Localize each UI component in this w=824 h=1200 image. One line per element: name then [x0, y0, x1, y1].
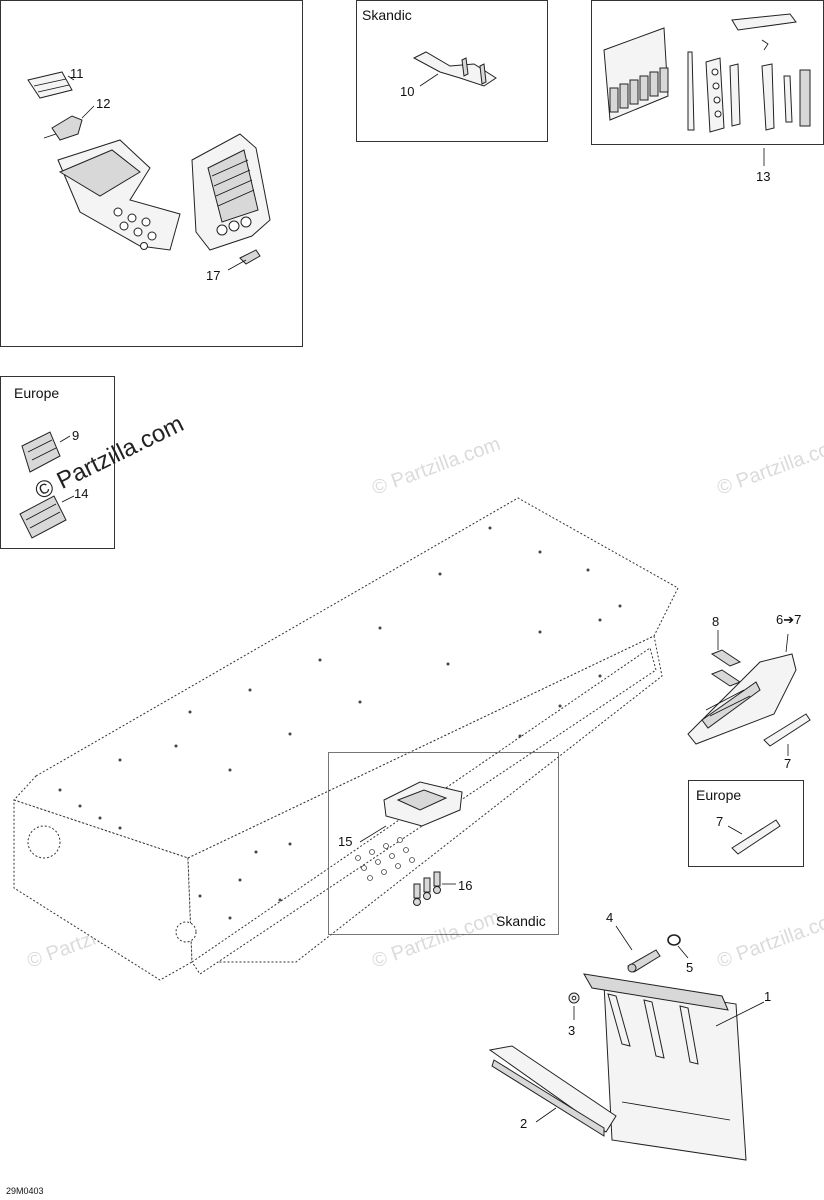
watermark: © Partzilla.com	[714, 433, 824, 500]
part-console-mesh	[191, 133, 271, 251]
callout-16: 16	[458, 878, 472, 893]
main-chassis	[13, 497, 679, 981]
callout-17: 17	[206, 268, 220, 283]
part-11-strap	[27, 71, 73, 99]
callout-2: 2	[520, 1116, 527, 1131]
group-snow-flap: 1 2 3 4 5	[488, 910, 771, 1161]
part-5-clip	[667, 934, 681, 946]
part-7-decal	[763, 713, 811, 747]
inset-box	[328, 752, 559, 935]
callout-14: 14	[74, 486, 88, 501]
part-13-tool-kit	[603, 13, 811, 133]
callout-6-7: 6➔7	[776, 612, 801, 627]
part-9-reflector	[21, 431, 61, 473]
watermark: © Partzilla.com	[369, 433, 503, 500]
region-label-europe: Europe	[14, 385, 59, 401]
callout-13: 13	[756, 169, 770, 184]
callout-9: 9	[72, 428, 79, 443]
callout-4: 4	[606, 910, 613, 925]
part-7-decal	[731, 819, 781, 855]
callout-10: 10	[400, 84, 414, 99]
inset-box	[688, 780, 804, 867]
part-16-screws	[413, 871, 441, 906]
box-tool-kit: 13	[591, 0, 824, 184]
callout-11: 11	[70, 66, 84, 81]
callout-1: 1	[764, 989, 771, 1004]
callout-7: 7	[784, 756, 791, 771]
part-1-flap	[583, 973, 747, 1161]
box-skandic-bottom: Skandic 15 16	[328, 752, 559, 935]
callout-7: 7	[716, 814, 723, 829]
part-15-footrest	[383, 781, 463, 827]
part-heat-shield	[57, 139, 181, 251]
box-europe-left: Europe 9 14	[0, 376, 115, 549]
box-europe-right: Europe 7	[688, 780, 804, 867]
region-label-europe: Europe	[696, 787, 741, 803]
part-14-reflector	[19, 495, 67, 539]
region-label-skandic: Skandic	[362, 7, 412, 23]
box-top-left: 11 12 17	[0, 0, 303, 347]
group-rear-cover: 8 6➔7 7	[687, 612, 811, 771]
part-4-rivet	[627, 949, 661, 973]
part-10-bracket	[412, 51, 497, 87]
part-8-screws	[710, 649, 742, 687]
part-12-clip	[43, 115, 83, 141]
diagram-code: 29M0403	[6, 1186, 44, 1196]
watermark: © Partzilla.com	[369, 906, 503, 973]
callout-3: 3	[568, 1023, 575, 1038]
region-label-skandic: Skandic	[496, 913, 546, 929]
part-3-washer	[568, 992, 580, 1004]
callout-15: 15	[338, 834, 352, 849]
callout-5: 5	[686, 960, 693, 975]
part-2-guard	[488, 1045, 617, 1137]
part-6-cover	[687, 653, 797, 745]
box-skandic-top: Skandic 10	[356, 0, 548, 142]
callout-8: 8	[712, 614, 719, 629]
watermark: © Partzilla.com	[714, 906, 824, 973]
callout-12: 12	[96, 96, 110, 111]
